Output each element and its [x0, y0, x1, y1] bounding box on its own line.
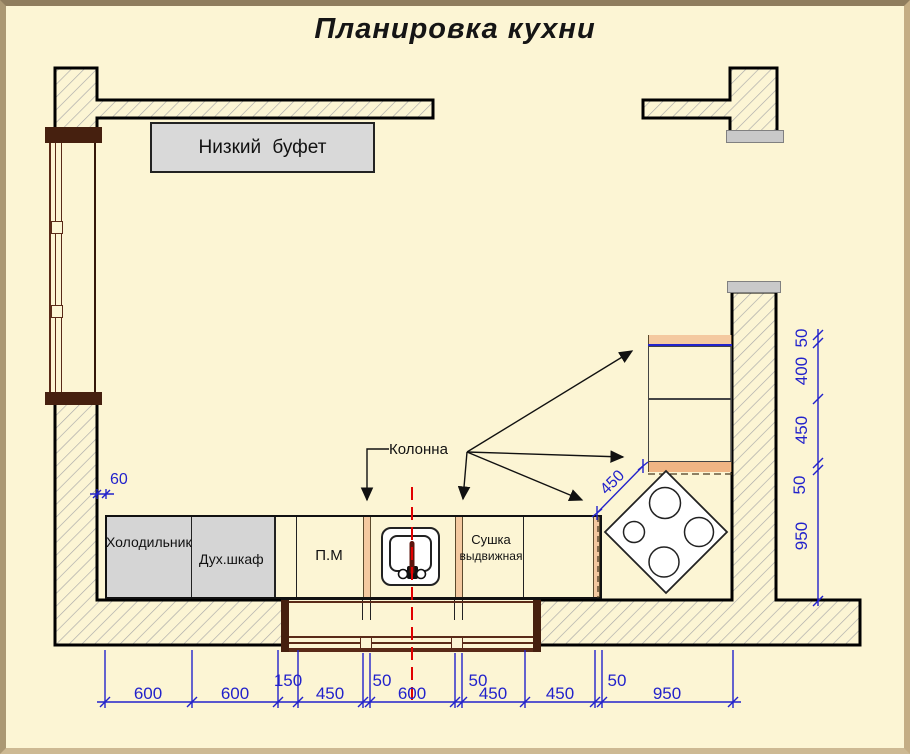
right-cabinet-top-strip — [648, 335, 732, 344]
counter-divider — [523, 517, 524, 597]
left-window-mullion — [51, 221, 63, 234]
dishwasher-label: П.М — [315, 547, 343, 564]
column-strip-2 — [455, 517, 463, 597]
dim-right-2: 400 — [792, 356, 811, 386]
dim-bottom-6: 600 — [397, 684, 427, 703]
dim-bottom-4: 450 — [315, 684, 345, 703]
dim-bottom-11: 950 — [652, 684, 682, 703]
bottom-window-sill-line — [289, 642, 533, 644]
dim-bottom-8: 450 — [478, 684, 508, 703]
right-cabinet-upper-box — [648, 346, 732, 399]
dryer-label-line1: Сушка — [471, 532, 511, 547]
dim-wall-offset: 60 — [110, 471, 128, 488]
wall-right-bottom — [535, 290, 862, 647]
wall-cap-top-right — [726, 130, 784, 143]
left-window-top-sill — [45, 127, 102, 143]
column-edge-stub — [454, 599, 455, 620]
dim-bottom-1: 600 — [133, 684, 163, 703]
dim-bottom-10: 50 — [607, 671, 627, 690]
dim-bottom-7: 50 — [468, 671, 488, 690]
page-title: Планировка кухни — [314, 13, 596, 45]
dim-right-3: 450 — [792, 415, 811, 445]
dim-right-4: 50 — [790, 475, 809, 495]
oven-label: Дух.шкаф — [199, 551, 264, 567]
column-strip-1 — [363, 517, 371, 597]
column-leader-arrows — [360, 350, 634, 502]
dim-bottom-3: 150 — [273, 671, 303, 690]
counter-divider — [296, 517, 297, 597]
left-window-glass-line — [55, 143, 56, 392]
fridge-box — [107, 517, 192, 597]
low-buffet-box: Низкий буфет — [150, 122, 375, 173]
right-cabinet-bottom-strip — [648, 462, 732, 472]
fridge-label: Холодильник — [106, 534, 192, 550]
dim-right-1: 50 — [792, 328, 811, 348]
dryer-label-line2: выдвижная — [459, 549, 523, 563]
dim-bottom-5: 50 — [372, 671, 392, 690]
dim-bottom-2: 600 — [220, 684, 250, 703]
left-window-inner-line — [94, 143, 96, 392]
left-window-outer-line — [49, 143, 51, 392]
right-cabinet-blue-line — [648, 344, 732, 346]
bottom-window-left-jamb — [281, 600, 289, 652]
stove — [603, 469, 729, 595]
column-callout-label: Колонна — [389, 441, 448, 458]
bottom-window-mullion — [360, 637, 372, 649]
bottom-window-mullion — [451, 637, 463, 649]
wall-cap-right — [727, 281, 781, 293]
column-edge-stub — [462, 599, 463, 620]
dim-right-5: 950 — [792, 521, 811, 551]
left-window-mullion — [51, 305, 63, 318]
column-strip-corner — [593, 517, 600, 597]
left-window-bottom-sill — [45, 392, 102, 405]
dim-bottom-9: 450 — [545, 684, 575, 703]
column-edge-stub — [370, 599, 371, 620]
bottom-window-right-jamb — [533, 600, 541, 652]
low-buffet-label: Низкий буфет — [198, 136, 327, 158]
left-window-glass-line — [61, 143, 62, 392]
column-edge-stub — [362, 599, 363, 620]
right-cabinet-lower-box — [648, 399, 732, 462]
dimension-lines — [90, 329, 824, 708]
bottom-window-frame-line — [289, 601, 533, 603]
counter-run — [105, 515, 602, 599]
oven-box — [192, 517, 276, 597]
